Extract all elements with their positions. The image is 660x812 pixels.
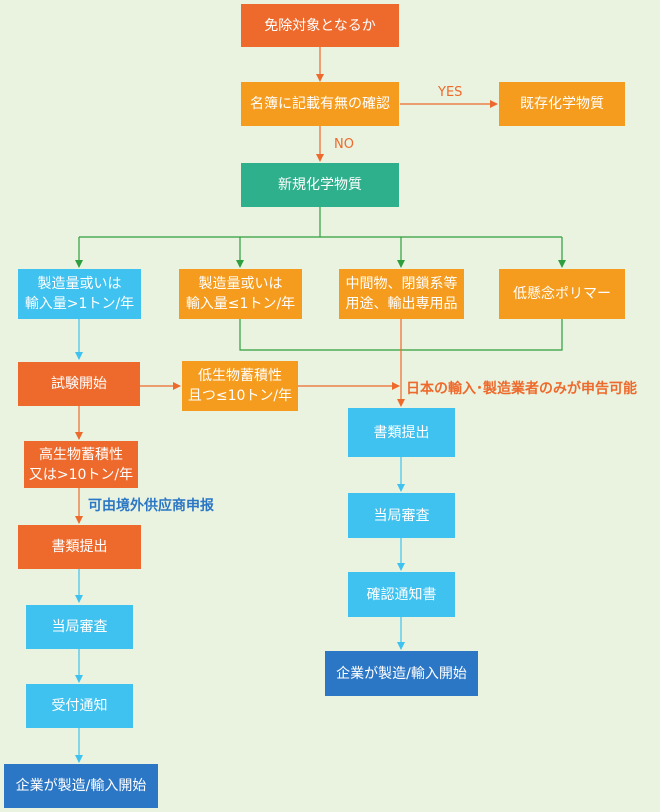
- node-review-left-label: 当局審査: [51, 619, 108, 635]
- node-high-bioaccumulation: 高生物蓄積性 又は>10トン/年: [24, 441, 138, 488]
- node-start-right-label: 企業が製造/輸入開始: [336, 665, 467, 682]
- node-acceptance-notice: 受付通知: [26, 684, 133, 728]
- node-over-1t: 製造量或いは 輸入量>1トン/年: [18, 269, 141, 319]
- node-low-bioaccum-line1: 低生物蓄積性: [198, 368, 282, 384]
- node-low-concern-label: 低懸念ポリマー: [513, 286, 611, 302]
- node-doc-submit-right: 書類提出: [348, 408, 455, 457]
- node-start-left: 企業が製造/輸入開始: [4, 764, 158, 808]
- node-low-concern-polymer: 低懸念ポリマー: [499, 269, 625, 319]
- node-test-start-label: 試験開始: [51, 376, 107, 392]
- node-intermediate-line1: 中間物、閉鎖系等: [345, 276, 458, 292]
- node-review-right: 当局審査: [348, 493, 455, 538]
- node-doc-submit-left-label: 書類提出: [51, 539, 108, 555]
- note-japan-only: 日本の輸入･製造業者のみが申告可能: [406, 381, 637, 397]
- node-start: 免除対象となるか: [241, 4, 399, 47]
- node-intermediate-line2: 用途、輸出専用品: [345, 296, 458, 312]
- node-acceptance-label: 受付通知: [51, 698, 108, 714]
- node-under-1t-line2: 輸入量≤1トン/年: [185, 296, 296, 312]
- node-over-1t-line2: 輸入量>1トン/年: [24, 296, 135, 312]
- node-under-1t: 製造量或いは 輸入量≤1トン/年: [179, 269, 302, 319]
- node-low-bioaccumulation: 低生物蓄積性 且つ≤10トン/年: [182, 361, 298, 411]
- node-check-registry: 名簿に記載有無の確認: [241, 82, 399, 126]
- node-confirmation-label: 確認通知書: [366, 586, 437, 603]
- node-over-1t-line1: 製造量或いは: [37, 276, 122, 292]
- node-review-right-label: 当局審査: [373, 507, 430, 524]
- node-test-start: 試験開始: [18, 362, 140, 406]
- node-doc-submit-right-label: 書類提出: [373, 424, 430, 441]
- node-high-bioaccum-line2: 又は>10トン/年: [28, 466, 134, 483]
- node-new-substance: 新規化学物質: [241, 163, 399, 207]
- edge-label-no: NO: [334, 137, 354, 152]
- node-under-1t-line1: 製造量或いは: [198, 276, 283, 292]
- node-start-label: 免除対象となるか: [264, 17, 376, 34]
- node-start-right: 企業が製造/輸入開始: [325, 651, 478, 696]
- node-start-left-label: 企業が製造/輸入開始: [15, 778, 147, 794]
- note-overseas-supplier: 可由境外供应商申报: [88, 498, 214, 514]
- node-existing-label: 既存化学物質: [520, 96, 604, 112]
- node-new-substance-label: 新規化学物質: [278, 177, 362, 193]
- node-high-bioaccum-line1: 高生物蓄積性: [39, 446, 123, 463]
- node-intermediate: 中間物、閉鎖系等 用途、輸出専用品: [339, 269, 464, 319]
- node-check-registry-label: 名簿に記載有無の確認: [250, 96, 390, 112]
- node-doc-submit-left: 書類提出: [18, 525, 141, 569]
- edge-label-yes: YES: [438, 85, 463, 100]
- node-confirmation-notice: 確認通知書: [348, 572, 455, 617]
- node-review-left: 当局審査: [26, 605, 133, 649]
- node-existing-substance: 既存化学物質: [499, 82, 625, 126]
- node-low-bioaccum-line2: 且つ≤10トン/年: [187, 388, 293, 404]
